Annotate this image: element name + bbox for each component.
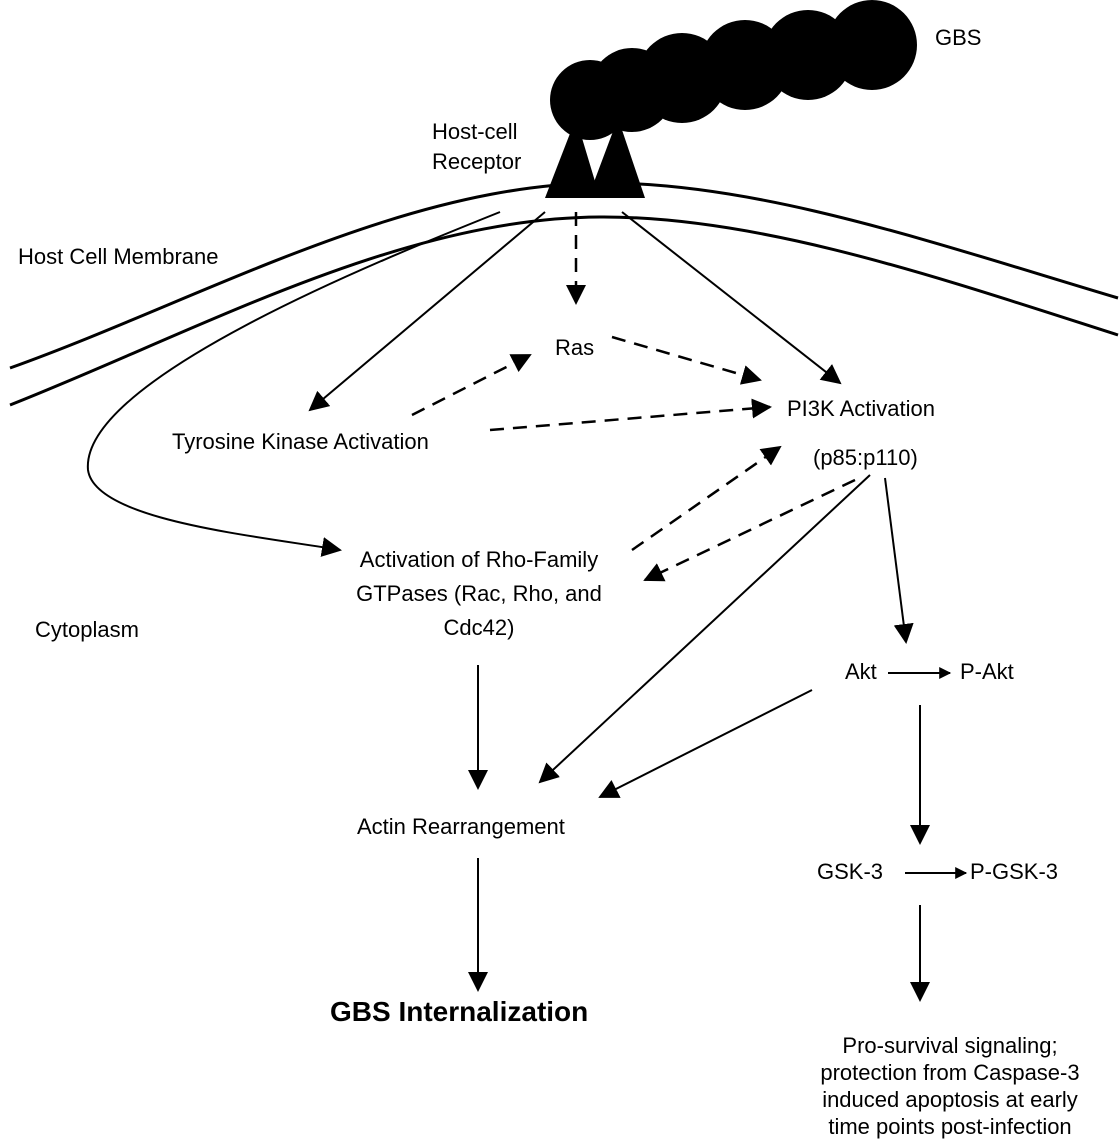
- solid-arrows: [86, 211, 968, 1002]
- arrow-tyrosine-to-ras: [411, 353, 532, 417]
- survival-label-line1: Pro-survival signaling;: [842, 1033, 1058, 1058]
- receptor-label-line1: Host-cell: [432, 119, 518, 144]
- cytoplasm-label: Cytoplasm: [35, 617, 139, 642]
- arrow-pi3k-to-actin: [538, 474, 871, 784]
- arrow-receptor-to-pi3k: [621, 211, 842, 385]
- survival-label-line3: induced apoptosis at early: [822, 1087, 1078, 1112]
- p-gsk3-label: P-GSK-3: [970, 859, 1059, 884]
- gbs-label: GBS: [935, 25, 982, 50]
- arrow-receptor-to-tyrosine: [308, 211, 546, 412]
- rho-gtpase-label-line1: Activation of Rho-Family: [359, 547, 599, 572]
- p-akt-label: P-Akt: [960, 659, 1014, 684]
- arrow-rho-to-pi3k: [631, 445, 782, 552]
- tyrosine-kinase-label: Tyrosine Kinase Activation: [172, 429, 429, 454]
- arrow-akt-to-actin: [598, 689, 813, 798]
- ras-label: Ras: [555, 335, 595, 360]
- rho-gtpase-label-line2: GTPases (Rac, Rho, and: [356, 581, 602, 606]
- gbs-cell: [550, 60, 630, 140]
- arrow-membrane-to-rho: [86, 211, 501, 557]
- dashed-arrows: [411, 212, 856, 582]
- membrane-label: Host Cell Membrane: [18, 244, 219, 269]
- gbs-chain: [550, 0, 917, 140]
- arrow-pi3k-to-rho: [643, 478, 856, 582]
- survival-label-line2: protection from Caspase-3: [820, 1060, 1080, 1085]
- arrow-tyrosine-to-pi3k: [489, 398, 772, 432]
- actin-rearrangement-label: Actin Rearrangement: [357, 814, 565, 839]
- arrow-pi3k-to-akt: [884, 477, 914, 644]
- host-cell-membrane: [9, 181, 1119, 407]
- receptor-label-line2: Receptor: [432, 149, 522, 174]
- pi3k-label-line2: (p85:p110): [813, 445, 918, 470]
- survival-label-line4: time points post-infection: [828, 1114, 1072, 1139]
- akt-label: Akt: [845, 659, 877, 684]
- host-cell-receptor: [545, 118, 645, 198]
- arrow-ras-to-pi3k: [611, 335, 762, 385]
- gbs-internalization-label: GBS Internalization: [330, 996, 589, 1027]
- rho-gtpase-label-line3: Cdc42): [443, 615, 515, 640]
- gsk3-label: GSK-3: [817, 859, 884, 884]
- pi3k-label-line1: PI3K Activation: [787, 396, 935, 421]
